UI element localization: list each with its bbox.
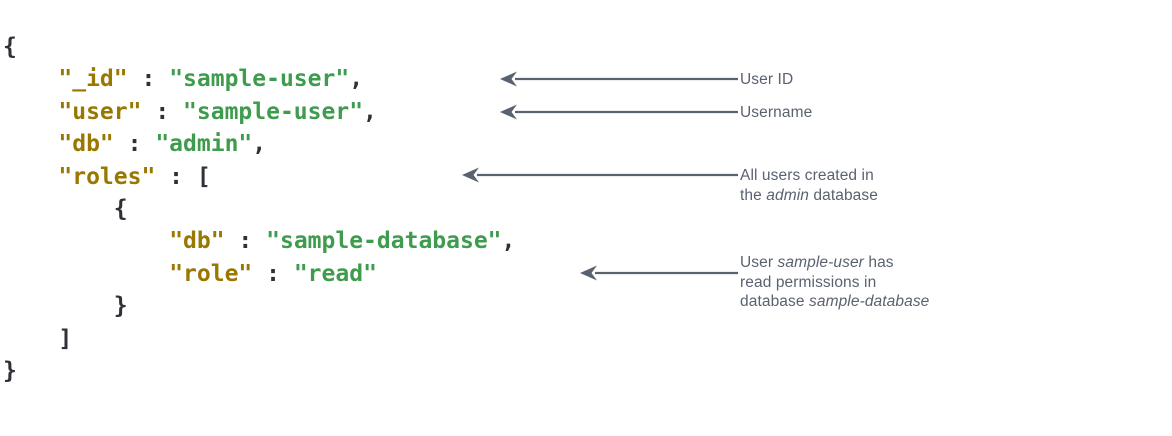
code-line: "user" : "sample-user", xyxy=(58,96,377,128)
code-line: "roles" : [ xyxy=(58,161,210,193)
annotation-text: the xyxy=(740,186,767,204)
code-token-punct: ] xyxy=(58,325,73,352)
code-token-punct: : xyxy=(113,131,156,158)
arrow-user-id xyxy=(500,71,738,87)
code-token-punct: : xyxy=(141,98,184,125)
code-token-key: "user" xyxy=(58,98,142,125)
code-token-key: "db" xyxy=(58,131,114,158)
code-token-punct: : xyxy=(224,228,267,255)
code-token-strval: "admin" xyxy=(155,131,253,158)
code-token-punct: { xyxy=(3,34,17,60)
arrow-username xyxy=(500,104,738,120)
annotation-admin-database: All users created in the admin database xyxy=(740,166,878,205)
annotation-text: has xyxy=(863,254,894,271)
code-line: } xyxy=(3,355,17,387)
code-line: "role" : "read" xyxy=(169,258,377,290)
code-token-strval: "sample-user" xyxy=(169,66,350,93)
code-token-strval: "sample-database" xyxy=(266,228,502,255)
annotation-emphasis: sample-database xyxy=(809,293,930,310)
annotation-text: database xyxy=(740,293,809,310)
code-token-punct: } xyxy=(3,358,17,384)
annotation-text: database xyxy=(808,186,878,204)
annotation-text: All users created in xyxy=(740,167,874,184)
annotation-user-id: User ID xyxy=(740,70,793,90)
code-token-strval: "sample-user" xyxy=(183,98,364,125)
code-line: "_id" : "sample-user", xyxy=(58,63,363,95)
annotation-read-permissions: User sample-user has read permissions in d… xyxy=(740,253,929,312)
code-token-punct: , xyxy=(349,66,364,93)
code-line: { xyxy=(114,193,128,225)
code-token-punct: : xyxy=(127,66,170,93)
code-token-key: "_id" xyxy=(58,66,128,93)
code-token-punct: , xyxy=(501,228,516,255)
annotation-text: User xyxy=(740,254,778,271)
code-line: "db" : "sample-database", xyxy=(169,225,515,257)
annotation-text: read permissions in xyxy=(740,273,877,291)
code-token-punct: , xyxy=(363,98,377,125)
arrow-read-permissions xyxy=(580,265,738,281)
code-token-key: "roles" xyxy=(58,163,156,190)
code-token-strval: "read" xyxy=(293,260,377,287)
code-token-punct: , xyxy=(252,131,267,158)
code-line: ] xyxy=(58,323,72,355)
annotation-emphasis: admin xyxy=(766,186,809,204)
annotation-emphasis: sample-user xyxy=(777,254,864,271)
code-token-punct: } xyxy=(113,293,128,320)
code-token-punct: { xyxy=(113,196,128,222)
annotation-text: User ID xyxy=(740,71,794,88)
annotation-username: Username xyxy=(740,103,812,123)
code-token-key: "db" xyxy=(169,228,225,255)
code-token-punct: [ xyxy=(196,163,211,190)
code-line: { xyxy=(3,31,17,63)
annotation-text: Username xyxy=(740,104,813,121)
code-token-punct: : xyxy=(155,163,197,190)
code-token-key: "role" xyxy=(169,260,253,287)
code-line: "db" : "admin", xyxy=(58,128,266,160)
code-line: } xyxy=(114,290,128,322)
arrow-admin-database xyxy=(462,167,738,183)
code-token-punct: : xyxy=(252,260,294,287)
